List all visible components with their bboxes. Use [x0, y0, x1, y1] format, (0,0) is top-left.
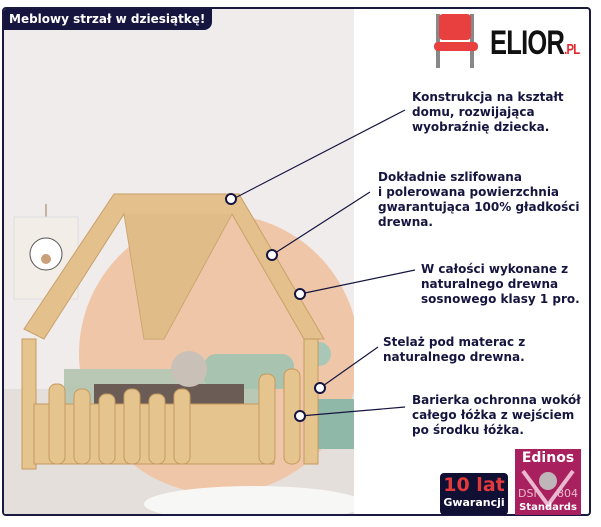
- callout-safety-barrier: Barierka ochronna wokół całego łóżka z w…: [412, 393, 581, 437]
- callout-line: [299, 269, 416, 295]
- logo-suffix: .PL: [564, 41, 580, 58]
- callout-line: [271, 191, 371, 256]
- callout-dot: [294, 288, 306, 300]
- callout-house-construction: Konstrukcja na kształt domu, rozwijająca…: [412, 90, 564, 134]
- product-infographic: Meblowy strzał w dziesiątkę!: [2, 7, 591, 516]
- callout-line: [232, 109, 406, 200]
- callout-line: [299, 406, 406, 417]
- warranty-years: 10 lat: [443, 474, 505, 496]
- certificate-brand: Edinos: [521, 450, 575, 466]
- callout-dot: [225, 193, 237, 205]
- certificate-code-right: 804: [557, 487, 578, 500]
- callout-mattress-frame: Stelaż pod materac z naturalnego drewna.: [383, 335, 526, 364]
- certificate-badge: Edinos DSI 804 Standards: [515, 449, 581, 515]
- callout-dot: [266, 249, 278, 261]
- callout-dot: [294, 410, 306, 422]
- callout-natural-wood: W całości wykonane z naturalnego drewna …: [421, 262, 580, 306]
- callout-line: [319, 346, 379, 389]
- chair-icon: [434, 14, 478, 68]
- logo-name: ELIOR: [490, 24, 565, 62]
- callout-dot: [314, 382, 326, 394]
- promo-banner: Meblowy strzał w dziesiątkę!: [4, 9, 213, 30]
- certificate-code-left: DSI: [518, 487, 537, 500]
- certificate-emblem-icon: [521, 469, 575, 509]
- kids-house-bed-illustration: [4, 193, 364, 514]
- warranty-label: Gwarancji: [443, 496, 505, 509]
- elior-logo: ELIOR.PL: [428, 12, 588, 70]
- certificate-label: Standards: [519, 502, 577, 513]
- warranty-badge: 10 lat Gwarancji: [440, 473, 508, 515]
- callout-polished-surface: Dokładnie szlifowana i polerowana powier…: [378, 170, 580, 229]
- product-photo: [4, 9, 364, 514]
